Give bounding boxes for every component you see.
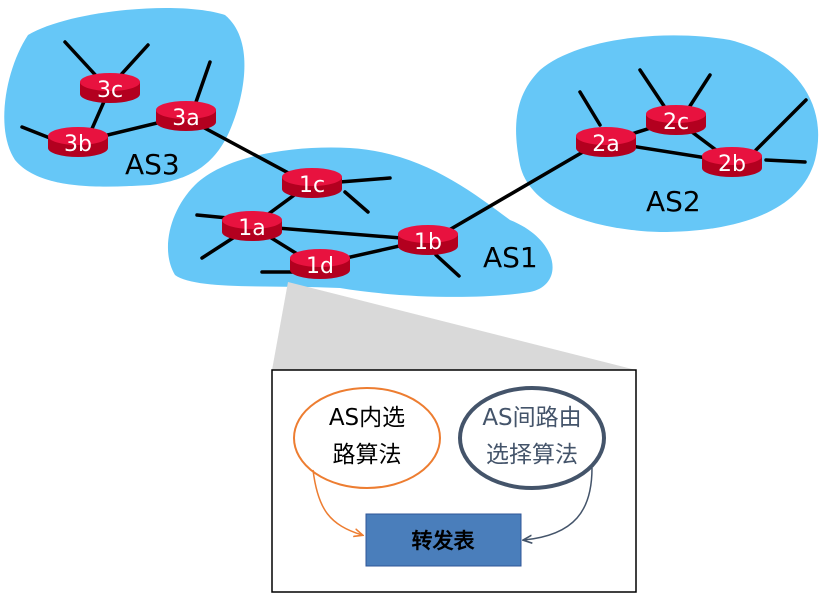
- inter-as-algorithm-line2: 选择算法: [486, 442, 578, 468]
- router-1b: 1b: [398, 225, 458, 255]
- router-label: 2b: [718, 152, 746, 177]
- intra-as-algorithm-line1: AS内选: [329, 405, 405, 431]
- router-top: [48, 127, 108, 145]
- inter-as-algorithm-line1: AS间路由: [482, 405, 581, 431]
- as3-label: AS3: [125, 148, 180, 181]
- as1-label: AS1: [483, 241, 538, 274]
- router-top: [156, 101, 216, 119]
- router-1a: 1a: [222, 211, 282, 241]
- inter-to-table-arrow: [524, 467, 593, 540]
- router-top: [646, 105, 706, 123]
- zoom-callout: [272, 282, 636, 370]
- router-top: [702, 147, 762, 165]
- forwarding-table-label: 转发表: [412, 529, 476, 553]
- router-3c: 3c: [80, 73, 140, 103]
- router-top: [282, 168, 342, 186]
- router-top: [290, 249, 350, 267]
- router-1d: 1d: [290, 249, 350, 279]
- router-top: [80, 73, 140, 91]
- router-label: 2c: [663, 110, 689, 135]
- router-2a: 2a: [576, 127, 636, 157]
- intra-as-algorithm-oval: [293, 387, 441, 489]
- forwarding-table-box: [365, 513, 522, 567]
- router-top: [222, 211, 282, 229]
- router-2c: 2c: [646, 105, 706, 135]
- router-label: 1a: [238, 216, 265, 241]
- router-label: 1b: [414, 230, 442, 255]
- router-top: [576, 127, 636, 145]
- router-label: 1d: [306, 254, 334, 279]
- as1-cloud: [167, 147, 553, 297]
- router-label: 1c: [299, 173, 325, 198]
- router-top: [398, 225, 458, 243]
- link-1b-2a: [430, 140, 602, 242]
- router-label: 2a: [592, 132, 619, 157]
- intra-as-algorithm-line2: 路算法: [333, 442, 402, 468]
- router-label: 3c: [97, 78, 123, 103]
- router-1c: 1c: [282, 168, 342, 198]
- inter-as-algorithm-oval: [458, 386, 606, 490]
- routers: 3c 3b 3a 1c 1a 1b 1d 2a 2c 2b: [48, 73, 762, 279]
- router-label: 3b: [64, 132, 92, 157]
- router-2b: 2b: [702, 147, 762, 177]
- host-stubs: [20, 40, 808, 278]
- router-3a: 3a: [156, 101, 216, 131]
- intra-to-table-arrow: [312, 469, 362, 535]
- as2-label: AS2: [646, 185, 701, 218]
- router-label: 3a: [172, 106, 199, 131]
- router-3b: 3b: [48, 127, 108, 157]
